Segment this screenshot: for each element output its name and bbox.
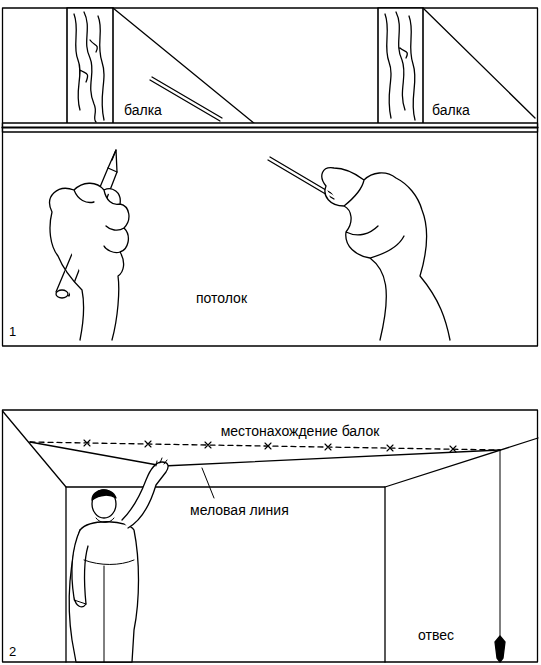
beam-mark	[84, 440, 456, 452]
wood-grain	[74, 12, 104, 122]
part-label: балка	[432, 102, 470, 118]
panel-one	[3, 8, 538, 346]
man-fingers	[156, 458, 167, 466]
ceiling-section	[3, 123, 538, 132]
room-edge	[66, 487, 385, 662]
panel-two	[3, 410, 539, 662]
ceiling-section	[3, 126, 538, 128]
chalk-line	[30, 442, 500, 466]
part-label: меловая линия	[188, 502, 291, 518]
joist-line	[423, 8, 535, 118]
callout-number: 2	[9, 644, 16, 660]
room-edge	[3, 411, 539, 487]
beam	[67, 8, 113, 124]
leader-line	[202, 468, 214, 498]
man-clothes	[74, 518, 134, 662]
man-arm	[122, 462, 168, 528]
note-label: местонахождение балок	[219, 423, 382, 439]
pencil	[108, 150, 117, 172]
area-label: потолок	[196, 290, 247, 306]
part-label: отвес	[418, 627, 454, 643]
wood-grain	[385, 12, 415, 120]
plumb-bob	[495, 636, 505, 662]
part-label: балка	[124, 102, 162, 118]
plumb-string	[500, 450, 501, 636]
joist-line	[113, 8, 255, 124]
callout-number: 1	[9, 324, 16, 340]
man-arm	[72, 530, 88, 607]
panel-frame	[3, 410, 538, 662]
man-head	[92, 490, 116, 518]
hand	[50, 183, 129, 340]
panel-frame	[3, 8, 538, 346]
pencil	[56, 290, 68, 298]
man-hair	[92, 490, 116, 500]
beam	[378, 8, 423, 124]
hand	[322, 168, 450, 340]
